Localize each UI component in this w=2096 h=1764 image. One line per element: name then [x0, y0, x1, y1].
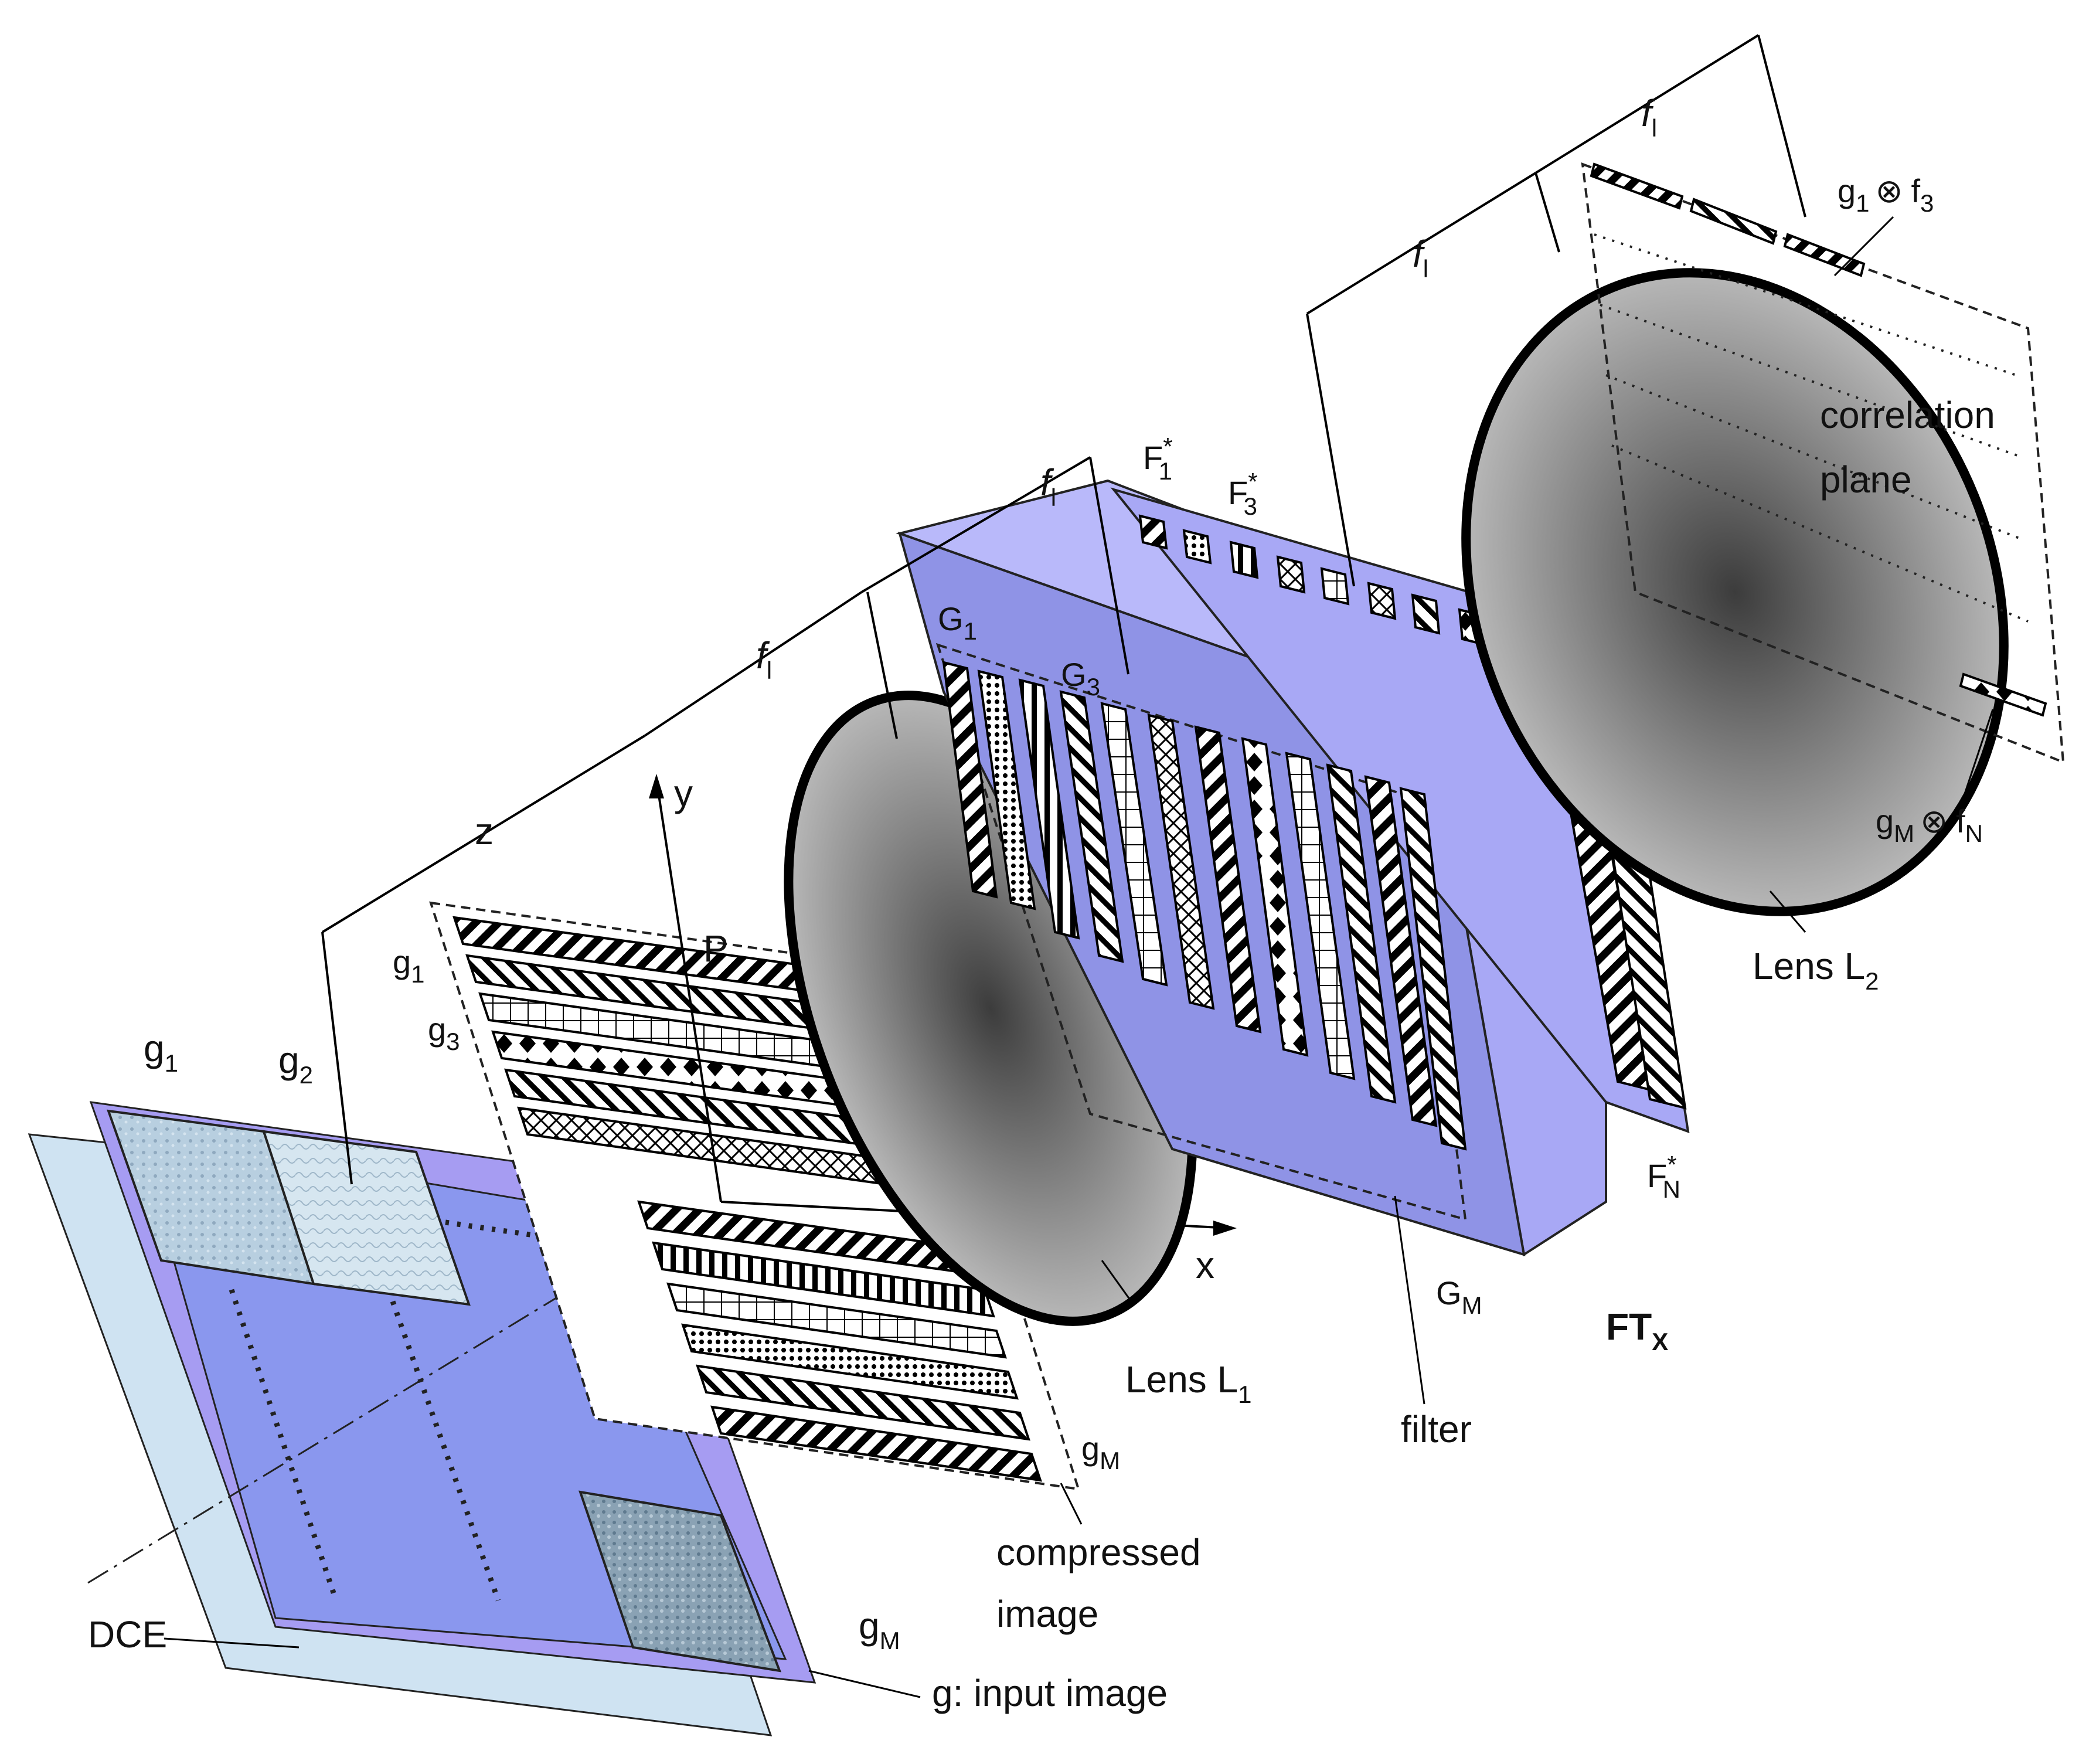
y-axis-label: y [674, 772, 693, 814]
gM-tile [579, 1490, 782, 1673]
corr-label-top: g1⊗f3 [1838, 172, 1934, 217]
correlation-label-2: plane [1820, 458, 1912, 501]
point-p-label: P [703, 927, 729, 970]
G3-label: G3 [1061, 656, 1100, 701]
corr-top-leader [1833, 216, 1894, 277]
z-axis-label: z [475, 810, 494, 852]
lens-l1-leader [1101, 1260, 1132, 1302]
compressed-leader [1060, 1483, 1083, 1525]
lens-l2 [1461, 268, 2009, 916]
lens-l2-label: Lens L2 [1753, 945, 1879, 995]
input-image-label: g: input image [932, 1672, 1168, 1714]
lens-l2-leader [1769, 891, 1806, 933]
F1-label: F*1 [1143, 433, 1173, 485]
correlation-plane [1581, 162, 2065, 764]
gM-tilde-label: gM [1081, 1430, 1120, 1474]
filter-front-strips [942, 661, 1467, 1151]
g2-tile [262, 1130, 471, 1306]
x-axis-arrow [1213, 1221, 1237, 1236]
corr-bottom-leader [1962, 709, 1994, 798]
FN-label: F*N [1647, 1151, 1680, 1203]
compressed-label-2: image [996, 1593, 1098, 1635]
F3-label: F*3 [1228, 468, 1258, 520]
g3-tilde-label: g3 [428, 1011, 460, 1055]
y-axis-arrow [649, 774, 664, 798]
gM-label: gM [859, 1605, 900, 1654]
correlation-label-1: correlation [1820, 394, 1995, 436]
ft-label: FTX [1606, 1306, 1668, 1355]
lens-l1-label: Lens L1 [1125, 1358, 1252, 1408]
input-image-leader [808, 1670, 921, 1698]
focal-label-1: fl [756, 634, 772, 684]
GM-label: GM [1436, 1274, 1482, 1319]
g1-label: g1 [144, 1027, 178, 1077]
dce-label: DCE [88, 1613, 167, 1656]
g1-tilde-label: g1 [393, 943, 425, 988]
dce-leader [164, 1637, 300, 1649]
dimension-lines [321, 34, 1806, 1185]
compressed-label-1: compressed [996, 1531, 1201, 1573]
y-axis [655, 779, 722, 1202]
correlation-dotted-lines [1594, 233, 2029, 623]
g2-label: g2 [278, 1039, 313, 1089]
filter-label: filter [1401, 1408, 1472, 1450]
corr-label-bottom: gM⊗fN [1876, 803, 1983, 847]
G1-label: G1 [938, 600, 977, 645]
x-axis-label: x [1196, 1244, 1214, 1286]
filter-leader [1394, 1195, 1425, 1405]
